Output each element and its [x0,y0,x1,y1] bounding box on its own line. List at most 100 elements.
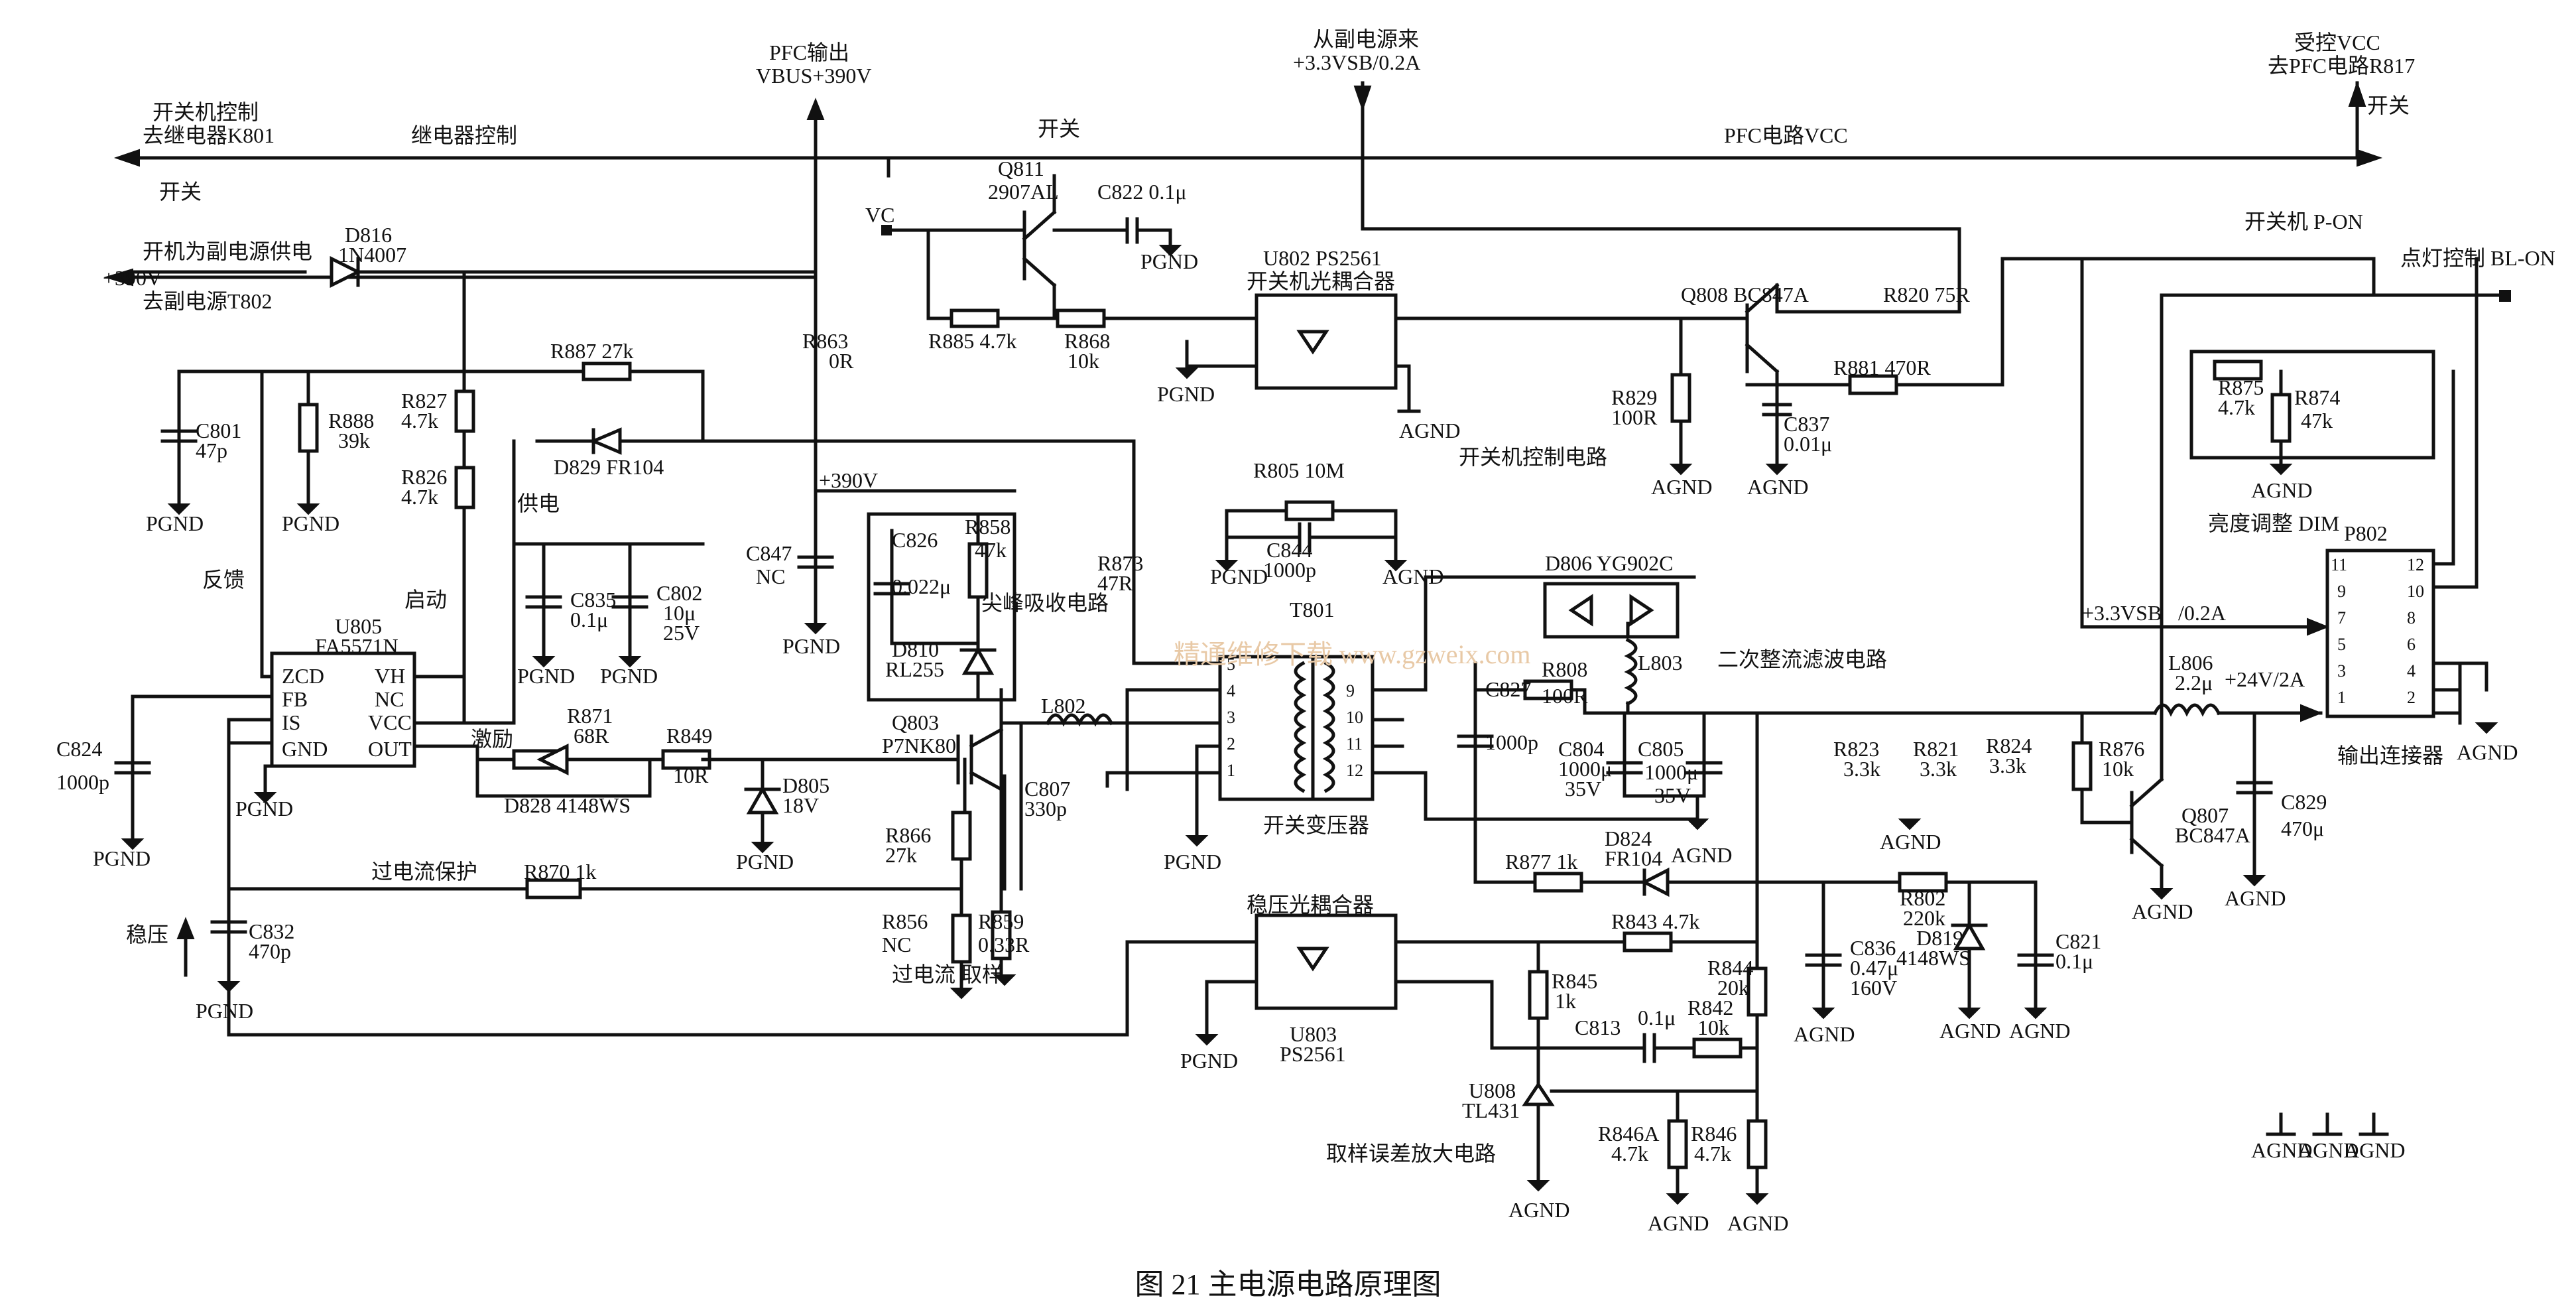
label-c847: C847 [746,541,792,565]
label-sampling: 取样误差放大电路 [1326,1142,1496,1165]
label-out33b: /0.2A [2178,601,2226,625]
label-c802-volt: 25V [663,621,700,645]
label-agnd: AGND [1939,1019,2000,1043]
label-c826-v: 0.022μ [892,574,951,598]
label-switch-ctrl: 开关机控制 [153,100,259,124]
label-r823: R823 [1833,737,1879,761]
label-r871-v: 68R [574,724,609,748]
label-u805-gnd: GND [282,737,328,761]
label-pgnd: PGND [93,846,151,870]
label-u802: U802 PS2561 [1263,246,1382,270]
label-agnd: AGND [1880,830,1941,854]
label-r821: R821 [1913,737,1959,761]
label-agnd: AGND [2457,740,2518,764]
label-vbus: VBUS+390V [756,64,872,88]
label-l806-v: 2.2μ [2175,671,2213,694]
label-c835-v: 0.1μ [570,608,608,631]
label-pgnd: PGND [1210,564,1268,588]
label-c801-v: 47p [196,438,227,462]
label-r877: R877 1k [1505,850,1577,874]
label-t801-p2: 2 [1227,734,1235,754]
label-agnd: AGND [2251,478,2312,502]
label-r866-v: 27k [885,843,917,867]
label-agnd: AGND [1399,419,1460,442]
label-excite: 激励 [471,727,513,751]
label-r868-v: 10k [1068,349,1099,373]
label-r856-v: NC [882,933,911,956]
label-agnd: AGND [1382,564,1443,588]
label-t801-p11: 11 [1346,734,1363,754]
power-switch-control [881,174,2376,466]
label-r829-v: 100R [1611,405,1658,429]
label-c824: C824 [56,737,102,761]
label-pon: 开关机 P-ON [2244,210,2363,233]
label-c847-v: NC [756,564,785,588]
label-r827-v: 4.7k [401,409,438,432]
label-c804-volt: 35V [1565,777,1601,801]
label-t801-p12: 12 [1346,761,1363,780]
label-d828: D828 4148WS [504,793,631,817]
label-d824: D824 [1605,826,1652,850]
label-u802-desc: 开关机光耦合器 [1247,269,1395,293]
label-pgnd: PGND [782,634,840,658]
label-agnd: AGND [1508,1198,1569,1222]
label-r843: R843 4.7k [1611,909,1699,933]
label-u808-type: TL431 [1462,1098,1520,1122]
label-r844: R844 [1707,956,1753,980]
label-plus390: +390V [103,266,162,290]
label-c822: C822 0.1μ [1097,180,1187,204]
label-r875-v: 4.7k [2218,395,2255,419]
label-pfc-out: PFC输出 [769,40,849,64]
top-wiring [103,80,2383,572]
label-u805-fb: FB [282,687,308,711]
label-r859-v: 0.33R [978,933,1030,956]
label-kaiguan-right: 开关 [2367,94,2410,117]
label-relay-ctrl: 继电器控制 [411,123,517,147]
label-to-relay: 去继电器K801 [143,123,275,147]
label-r802-v: 220k [1903,906,1945,930]
label-u808: U808 [1469,1079,1516,1102]
label-r859: R859 [978,909,1024,933]
label-r824-v: 3.3k [1989,754,2026,777]
label-p802-r0: 12 [2407,555,2424,574]
label-pgnd: PGND [1180,1049,1238,1073]
label-d810: D810 [892,637,939,661]
label-d805: D805 [782,773,829,797]
label-c837-v: 0.01μ [1784,432,1832,456]
power-stage [797,489,1225,977]
label-c824-v: 1000p [56,770,109,794]
label-c805-v: 1000μ [1644,760,1698,784]
label-r846a: R846A [1598,1122,1659,1146]
label-ocp: 过电流保护 [371,860,477,884]
label-p802-r2: 8 [2407,608,2416,627]
label-c813: C813 [1575,1016,1621,1039]
ground-symbols [121,245,2498,1205]
label-c844-v: 1000p [1263,558,1316,582]
label-standby-supply: 开机为副电源供电 [143,239,312,263]
label-t801-desc: 开关变压器 [1263,813,1369,837]
label-r808-v: 100R [1542,684,1588,708]
label-vc: VC [865,203,894,227]
label-agnd: AGND [2132,899,2193,923]
pwm-controller [114,255,1258,1037]
label-r863: R863 [802,329,848,353]
label-r849: R849 [666,724,712,748]
label-q808: Q808 BC847A [1681,283,1809,306]
label-d829: D829 FR104 [554,455,664,479]
label-q803: Q803 [892,710,939,734]
label-agnd: AGND [1794,1022,1855,1046]
label-r829: R829 [1611,385,1657,409]
label-r844-v: 20k [1717,976,1749,1000]
label-from-standby: 从副电源来 [1313,27,1419,51]
label-d816: D816 [345,223,392,247]
label-p802-r5: 2 [2407,688,2416,707]
label-t801-p4: 4 [1227,681,1235,700]
label-c829-v: 470μ [2281,817,2324,840]
label-agnd: AGND [1747,475,1808,499]
label-r805: R805 10M [1253,458,1345,482]
label-d806: D806 YG902C [1545,551,1673,575]
label-c826: C826 [892,528,938,552]
label-agnd: AGND [1651,475,1712,499]
label-r842: R842 [1687,996,1733,1019]
label-rectifier: 二次整流滤波电路 [1717,647,1887,671]
